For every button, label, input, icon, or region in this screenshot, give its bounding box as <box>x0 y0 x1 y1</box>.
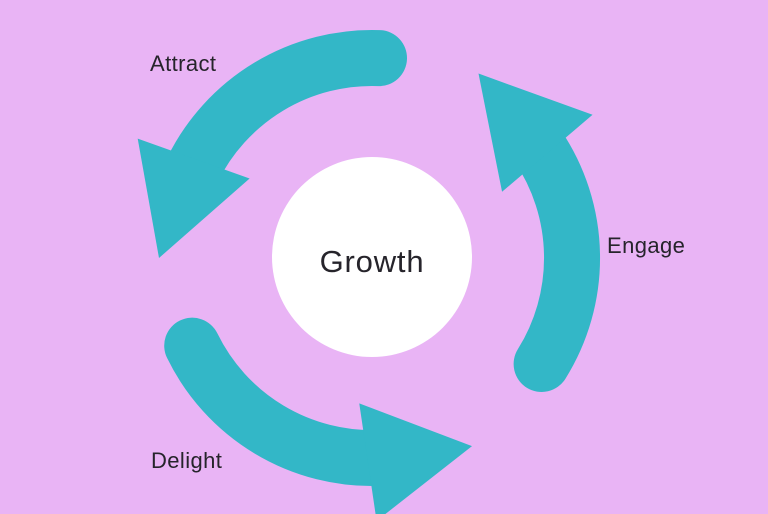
delight-arrow-icon <box>164 317 472 514</box>
engage-arrow-arc <box>509 118 601 393</box>
growth-circle <box>272 157 472 357</box>
attract-arrow-head <box>137 138 250 258</box>
attract-arrow-icon <box>137 30 407 258</box>
attract-label: Attract <box>150 51 217 76</box>
engage-arrow-head <box>478 73 593 192</box>
delight-arrow-head <box>359 403 472 514</box>
engage-label: Engage <box>607 233 686 258</box>
delight-arrow-arc <box>164 317 407 486</box>
delight-label: Delight <box>151 448 223 473</box>
attract-arrow-arc <box>164 30 407 199</box>
engage-arrow-icon <box>478 73 601 393</box>
growth-center-label: Growth <box>319 244 425 279</box>
